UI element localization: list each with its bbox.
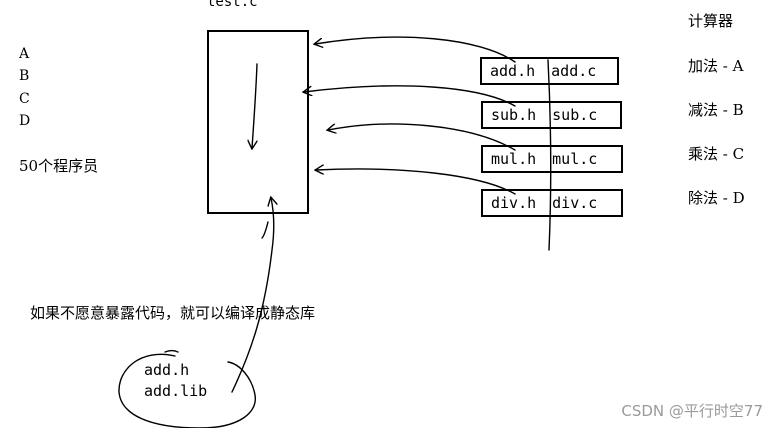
arrow-sub-to-test xyxy=(304,85,516,107)
lib-bubble-tail xyxy=(164,349,179,353)
role-label-a: A xyxy=(19,46,30,62)
vertical-line-right xyxy=(547,59,552,251)
test-c-box xyxy=(207,30,309,214)
static-lib-note: 如果不愿意暴露代码，就可以编译成静态库 xyxy=(30,304,316,322)
lib-binary-file: add.lib xyxy=(144,382,208,400)
programmers-label: 50个程序员 xyxy=(19,157,99,175)
arrow-inside-test xyxy=(252,63,258,148)
stroke-lib-left xyxy=(261,221,269,239)
arrow-div-to-test xyxy=(316,169,516,195)
curve-lib-to-test xyxy=(231,198,274,393)
add-source-file: add.c xyxy=(551,62,597,80)
lib-header-file: add.h xyxy=(144,361,190,379)
add-header-file: add.h xyxy=(490,62,536,80)
test-c-label: test.c xyxy=(207,0,258,10)
op-sub-label: 减法 - B xyxy=(688,101,744,119)
sub-header-file: sub.h xyxy=(491,106,537,124)
mul-header-file: mul.h xyxy=(491,150,537,168)
op-add-label: 加法 - A xyxy=(688,57,744,75)
role-label-c: C xyxy=(19,91,30,107)
div-source-file: div.c xyxy=(552,194,598,212)
role-label-d: D xyxy=(19,113,31,129)
role-label-b: B xyxy=(19,68,30,84)
lib-bubble-circle xyxy=(118,353,256,428)
csdn-watermark: CSDN @平行时空77 xyxy=(621,402,763,420)
op-mul-label: 乘法 - C xyxy=(688,145,745,163)
arrow-mul-to-test xyxy=(328,123,516,151)
calculator-title: 计算器 xyxy=(688,12,734,30)
div-header-file: div.h xyxy=(491,194,537,212)
mul-module-box: mul.h mul.c xyxy=(481,145,623,173)
arrow-add-to-test xyxy=(315,36,516,63)
sub-module-box: sub.h sub.c xyxy=(481,101,622,129)
sub-source-file: sub.c xyxy=(552,106,598,124)
mul-source-file: mul.c xyxy=(552,150,598,168)
div-module-box: div.h div.c xyxy=(481,189,623,217)
op-div-label: 除法 - D xyxy=(688,189,745,207)
